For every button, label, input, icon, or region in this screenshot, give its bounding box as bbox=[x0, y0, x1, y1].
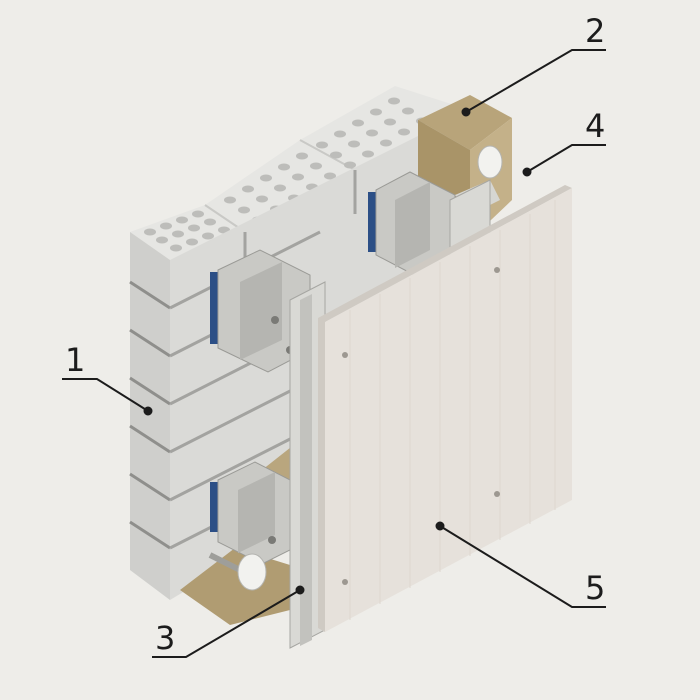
callout-1: 1 bbox=[65, 341, 86, 379]
anchor-dowel-lower bbox=[208, 552, 267, 591]
leader-4 bbox=[526, 144, 606, 173]
wall-front-face bbox=[130, 232, 170, 600]
gasket bbox=[368, 192, 376, 252]
leader-lines bbox=[62, 49, 606, 658]
block-top-3 bbox=[300, 86, 470, 170]
insulation-top bbox=[418, 95, 512, 150]
callout-4: 4 bbox=[585, 107, 606, 145]
leader-1 bbox=[62, 378, 149, 412]
block-top-1 bbox=[130, 205, 245, 260]
callout-3: 3 bbox=[155, 619, 176, 657]
facade-panel bbox=[318, 185, 572, 632]
leader-2 bbox=[465, 49, 606, 113]
leader-5 bbox=[439, 525, 606, 608]
panel-rivets bbox=[342, 267, 500, 585]
gasket bbox=[210, 272, 218, 344]
bracket-middle-left bbox=[210, 249, 311, 373]
mortar-joints bbox=[129, 280, 171, 550]
panel-face bbox=[325, 188, 572, 632]
gasket bbox=[210, 482, 218, 532]
callout-2: 2 bbox=[585, 12, 606, 50]
anchor-dowel-upper bbox=[477, 145, 503, 179]
bracket-lower-left bbox=[210, 461, 301, 565]
leader-3 bbox=[152, 589, 301, 658]
callout-5: 5 bbox=[585, 569, 606, 607]
